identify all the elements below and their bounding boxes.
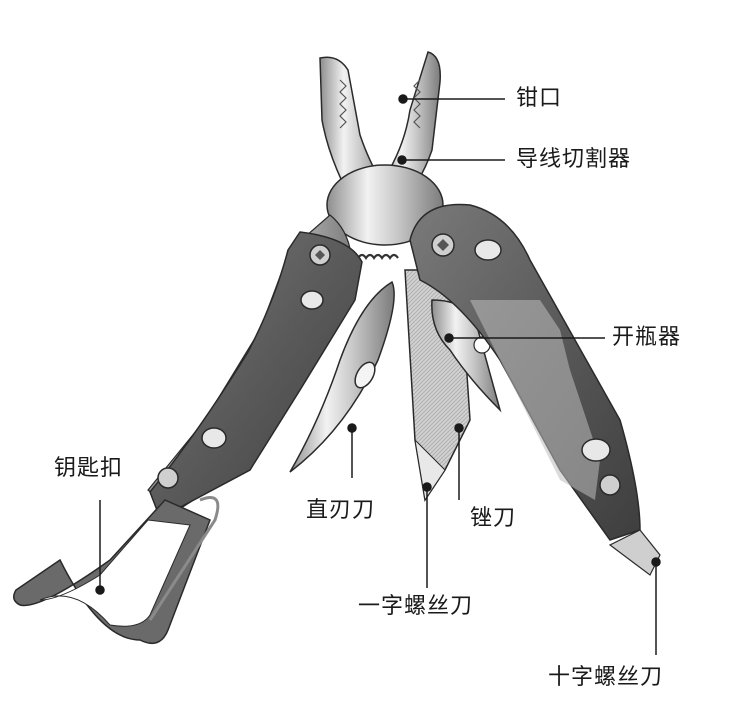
- label-wire-cutter: 导线切割器: [516, 147, 632, 172]
- left-handle: [147, 214, 363, 520]
- label-cross-screwdriver: 十字螺丝刀: [548, 665, 664, 690]
- right-handle: [409, 203, 661, 576]
- label-bottle-opener: 开瓶器: [612, 325, 682, 350]
- label-jaw: 钳口: [516, 86, 563, 111]
- leader-lines: [95, 94, 661, 655]
- label-straight-blade: 直刃刀: [306, 498, 376, 523]
- label-flat-screwdriver: 一字螺丝刀: [358, 594, 474, 619]
- carabiner: [13, 496, 220, 645]
- straight-blade: [289, 280, 395, 473]
- label-keychain: 钥匙扣: [54, 456, 124, 481]
- label-file: 锉刀: [470, 506, 517, 531]
- plier-jaws: [319, 51, 444, 260]
